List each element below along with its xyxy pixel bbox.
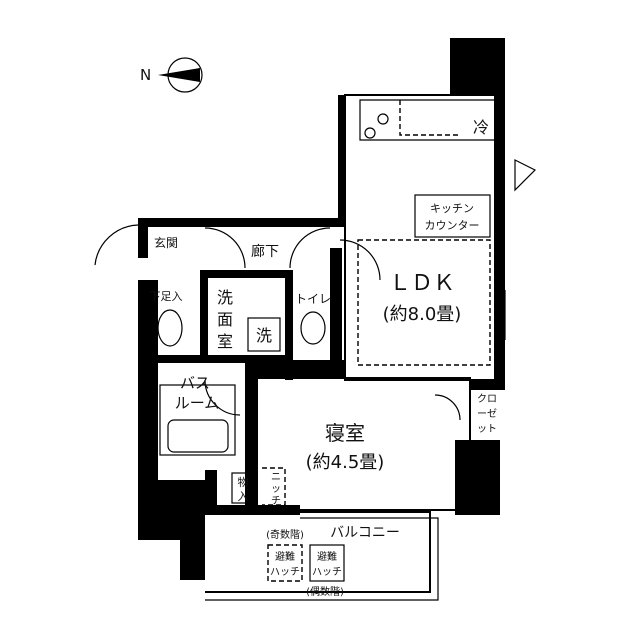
ldk-size: (約8.0畳) — [383, 304, 462, 325]
refrigerator-label: 冷 — [473, 118, 489, 137]
washroom-label-3: 室 — [217, 332, 233, 351]
hatch-even-label-1: 避難 — [317, 550, 337, 563]
north-label: N — [140, 66, 151, 84]
bedroom-size: (約4.5畳) — [306, 452, 385, 473]
shoe-storage-label: 下足入 — [150, 290, 183, 303]
hatch-odd-floor: (奇数階) — [266, 528, 304, 541]
washroom-label-1: 洗 — [217, 288, 233, 307]
hatch-even-floor: (偶数階) — [306, 585, 344, 598]
compass: N — [140, 57, 203, 93]
entrance-label: 玄関 — [154, 235, 178, 250]
niche-label-2: ッ — [271, 484, 281, 495]
kitchen-counter-label-1: キッチン — [430, 202, 474, 215]
bedroom-label: 寝室 — [325, 421, 365, 445]
closet-label-3: ット — [477, 424, 497, 435]
hatch-even-label-2: ハッチ — [312, 566, 342, 578]
closet-label-1: クロ — [477, 393, 497, 405]
niche-label-3: チ — [271, 495, 281, 507]
compass-needle-icon — [158, 68, 200, 82]
storage-label-1: 物 — [238, 475, 249, 489]
hatch-odd-label-1: 避難 — [275, 550, 295, 563]
bathroom-label-2: ルーム — [175, 394, 220, 412]
balcony-label: バルコニー — [330, 525, 400, 541]
bathroom-label-1: バス — [180, 374, 210, 392]
storage-label-2: 入 — [238, 490, 249, 503]
toilet-label: トイレ — [295, 292, 331, 306]
washroom-label-2: 面 — [217, 310, 233, 329]
kitchen-counter-label-2: カウンター — [425, 219, 480, 232]
room-labels: 冷 キッチン カウンター ＬＤＫ (約8.0畳) 玄関 廊下 下足入 洗 面 室… — [150, 118, 498, 598]
outlines — [94, 94, 537, 601]
washer-label: 洗 — [256, 326, 272, 345]
niche-label-1: ニ — [271, 472, 281, 483]
ldk-label: ＬＤＫ — [389, 271, 455, 296]
closet-label-2: ーゼ — [477, 408, 497, 420]
hallway-label: 廊下 — [251, 243, 279, 260]
hatch-odd-label-2: ハッチ — [270, 566, 300, 578]
